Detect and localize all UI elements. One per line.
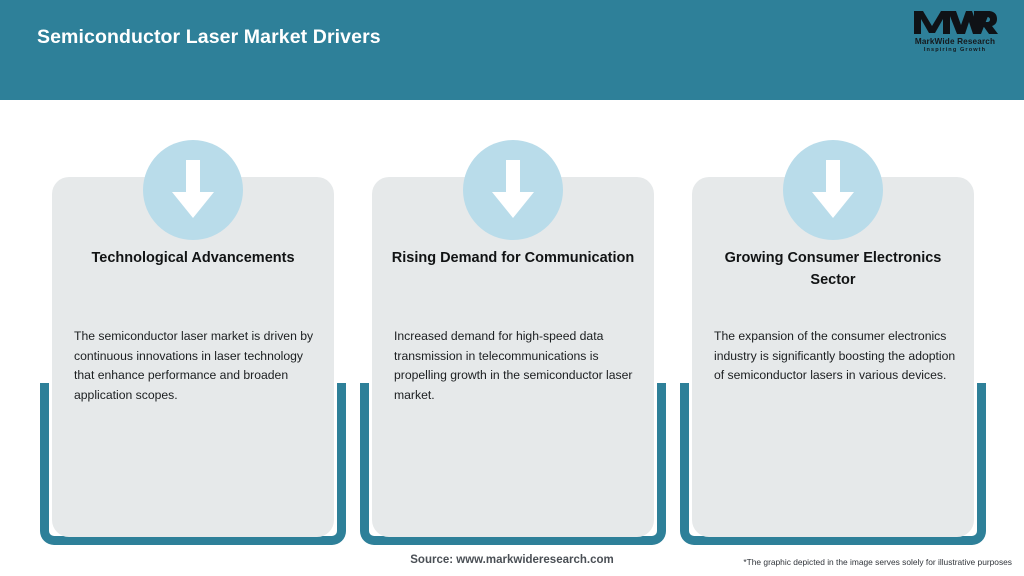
brand-logo: MarkWide Research Inspiring Growth <box>902 9 1008 57</box>
logo-company-name: MarkWide Research <box>914 37 996 46</box>
source-attribution: Source: www.markwideresearch.com <box>410 554 614 566</box>
down-arrow-icon <box>143 140 243 240</box>
card-heading: Growing Consumer Electronics Sector <box>724 250 942 288</box>
illustrative-disclaimer: *The graphic depicted in the image serve… <box>743 557 1012 567</box>
driver-card-3: Growing Consumer Electronics Sector The … <box>680 100 986 546</box>
down-arrow-icon <box>783 140 883 240</box>
driver-card-1: Technological Advancements The semicondu… <box>40 100 346 546</box>
card-bracket <box>680 383 986 545</box>
driver-card-2: Rising Demand for Communication Increase… <box>360 100 666 546</box>
cards-area: Technological Advancements The semicondu… <box>0 100 1024 545</box>
card-body: The expansion of the consumer electronic… <box>714 329 956 382</box>
card-body: Increased demand for high-speed data tra… <box>394 329 633 402</box>
down-arrow-icon <box>463 140 563 240</box>
logo-tagline: Inspiring Growth <box>923 47 987 53</box>
card-heading: Rising Demand for Communication <box>391 250 635 266</box>
header-band: Semiconductor Laser Market Drivers MarkW… <box>0 0 1024 100</box>
card-heading: Technological Advancements <box>91 250 295 266</box>
card-bracket <box>360 383 666 545</box>
card-bracket <box>40 383 346 545</box>
mwr-logo-icon <box>902 9 1008 36</box>
card-body: The semiconductor laser market is driven… <box>74 329 314 402</box>
page-title: Semiconductor Laser Market Drivers <box>37 26 381 48</box>
